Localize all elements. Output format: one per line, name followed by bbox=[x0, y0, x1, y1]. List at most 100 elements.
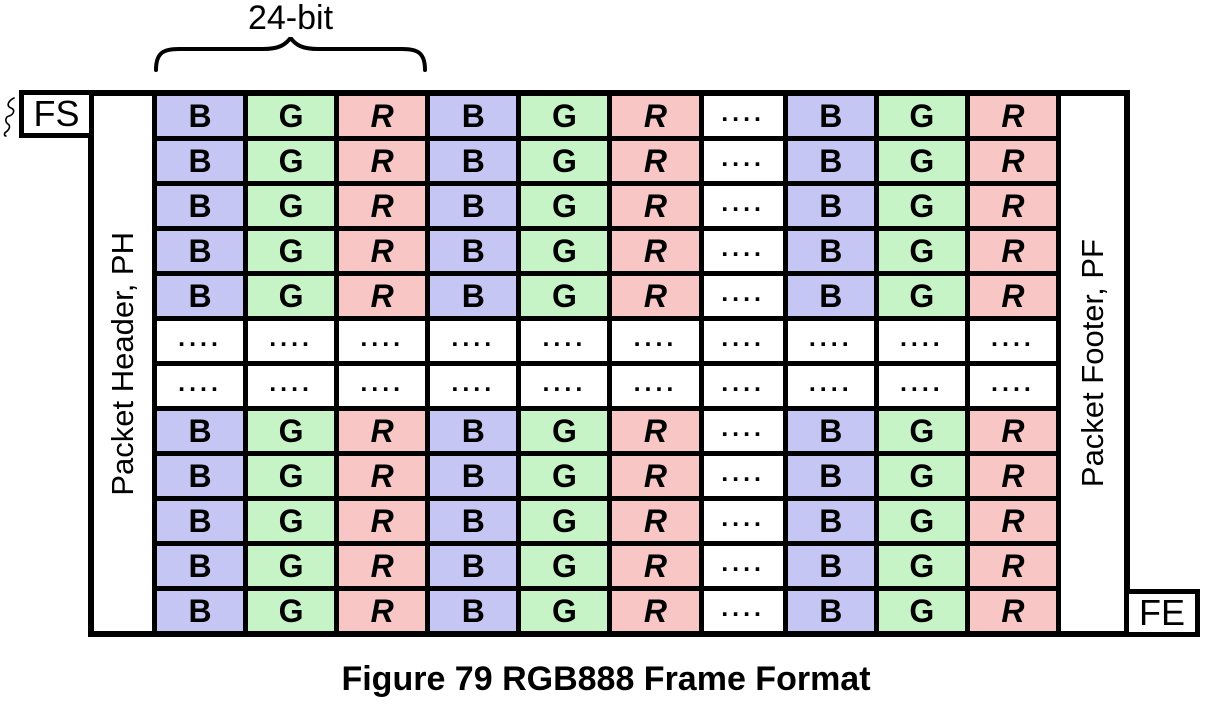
pixel-cell-b: B bbox=[787, 186, 874, 226]
dots-cell: .... bbox=[521, 321, 608, 361]
pixel-cell-b: B bbox=[430, 501, 517, 541]
pixel-cell-b: B bbox=[430, 411, 517, 451]
dots-cell: .... bbox=[703, 231, 783, 271]
pixel-cell-b: B bbox=[157, 231, 244, 271]
pixel-cell-g: G bbox=[521, 96, 608, 136]
pixel-cell-b: B bbox=[430, 96, 517, 136]
pixel-cell-r: R bbox=[339, 456, 426, 496]
pixel-cell-r: R bbox=[612, 456, 699, 496]
pixel-cell-b: B bbox=[787, 456, 874, 496]
pixel-cell-r: R bbox=[612, 96, 699, 136]
pixel-cell-g: G bbox=[521, 591, 608, 631]
pixel-cell-r: R bbox=[612, 141, 699, 181]
dots-cell: .... bbox=[703, 366, 783, 406]
pixel-cell-r: R bbox=[612, 231, 699, 271]
pixel-cell-b: B bbox=[430, 591, 517, 631]
pixel-cell-r: R bbox=[339, 96, 426, 136]
dots-cell: .... bbox=[703, 276, 783, 316]
pixel-cell-g: G bbox=[878, 411, 965, 451]
pixel-cell-g: G bbox=[878, 231, 965, 271]
pixel-cell-b: B bbox=[157, 276, 244, 316]
pixel-cell-g: G bbox=[878, 591, 965, 631]
bit-width-label: 24-bit bbox=[247, 0, 334, 37]
pixel-cell-r: R bbox=[612, 276, 699, 316]
pixel-cell-r: R bbox=[969, 456, 1056, 496]
dots-cell: .... bbox=[430, 321, 517, 361]
pixel-cell-b: B bbox=[157, 456, 244, 496]
pixel-cell-g: G bbox=[521, 276, 608, 316]
pixel-cell-r: R bbox=[969, 231, 1056, 271]
dots-cell: .... bbox=[969, 321, 1056, 361]
bit-width-brace bbox=[154, 37, 427, 72]
frame-end-label: FE bbox=[1138, 592, 1185, 633]
pixel-cell-g: G bbox=[248, 456, 335, 496]
pixel-cell-r: R bbox=[612, 411, 699, 451]
dots-cell: .... bbox=[248, 366, 335, 406]
dots-cell: .... bbox=[339, 321, 426, 361]
pixel-cell-b: B bbox=[157, 501, 244, 541]
packet-header-column: Packet Header, PH bbox=[94, 96, 152, 631]
pixel-cell-g: G bbox=[878, 141, 965, 181]
pixel-cell-b: B bbox=[157, 591, 244, 631]
pixel-cell-b: B bbox=[787, 591, 874, 631]
dots-cell: .... bbox=[703, 411, 783, 451]
pixel-cell-b: B bbox=[157, 186, 244, 226]
pixel-cell-r: R bbox=[969, 546, 1056, 586]
packet-footer-label: Packet Footer, PF bbox=[1074, 239, 1110, 488]
pixel-cell-r: R bbox=[339, 141, 426, 181]
pixel-cell-b: B bbox=[787, 141, 874, 181]
pixel-cell-b: B bbox=[787, 96, 874, 136]
stray-mark bbox=[3, 97, 15, 137]
pixel-cell-g: G bbox=[521, 456, 608, 496]
pixel-cell-b: B bbox=[157, 141, 244, 181]
pixel-cell-b: B bbox=[787, 411, 874, 451]
pixel-cell-r: R bbox=[339, 591, 426, 631]
pixel-cell-r: R bbox=[339, 186, 426, 226]
packet-header-label: Packet Header, PH bbox=[105, 231, 140, 496]
pixel-cell-g: G bbox=[248, 141, 335, 181]
pixel-cell-g: G bbox=[248, 411, 335, 451]
packet-footer-column: Packet Footer, PF bbox=[1061, 96, 1124, 631]
frame-start-label: FS bbox=[33, 93, 80, 134]
pixel-cell-r: R bbox=[612, 591, 699, 631]
pixel-cell-g: G bbox=[878, 501, 965, 541]
pixel-cell-g: G bbox=[521, 501, 608, 541]
pixel-cell-b: B bbox=[430, 141, 517, 181]
dots-cell: .... bbox=[430, 366, 517, 406]
pixel-cell-b: B bbox=[787, 276, 874, 316]
pixel-cell-r: R bbox=[339, 546, 426, 586]
pixel-cell-b: B bbox=[787, 501, 874, 541]
pixel-cell-b: B bbox=[430, 546, 517, 586]
pixel-cell-g: G bbox=[521, 231, 608, 271]
dots-cell: .... bbox=[521, 366, 608, 406]
pixel-cell-b: B bbox=[157, 411, 244, 451]
pixel-cell-r: R bbox=[339, 411, 426, 451]
pixel-cell-b: B bbox=[787, 231, 874, 271]
pixel-cell-g: G bbox=[878, 276, 965, 316]
dots-cell: .... bbox=[612, 366, 699, 406]
pixel-cell-r: R bbox=[969, 591, 1056, 631]
dots-cell: .... bbox=[157, 321, 244, 361]
pixel-cell-g: G bbox=[521, 186, 608, 226]
pixel-cell-b: B bbox=[430, 186, 517, 226]
dots-cell: .... bbox=[703, 546, 783, 586]
pixel-cell-b: B bbox=[157, 546, 244, 586]
pixel-cell-g: G bbox=[878, 186, 965, 226]
dots-cell: .... bbox=[878, 366, 965, 406]
pixel-cell-r: R bbox=[612, 546, 699, 586]
dots-cell: .... bbox=[878, 321, 965, 361]
dots-cell: .... bbox=[612, 321, 699, 361]
pixel-cell-g: G bbox=[521, 141, 608, 181]
dots-cell: .... bbox=[787, 321, 874, 361]
pixel-cell-r: R bbox=[612, 501, 699, 541]
dots-cell: .... bbox=[969, 366, 1056, 406]
pixel-cell-b: B bbox=[787, 546, 874, 586]
pixel-cell-b: B bbox=[157, 96, 244, 136]
pixel-cell-g: G bbox=[878, 96, 965, 136]
pixel-cell-r: R bbox=[969, 276, 1056, 316]
pixel-cell-g: G bbox=[878, 456, 965, 496]
frame-start-box: FS bbox=[19, 90, 94, 138]
